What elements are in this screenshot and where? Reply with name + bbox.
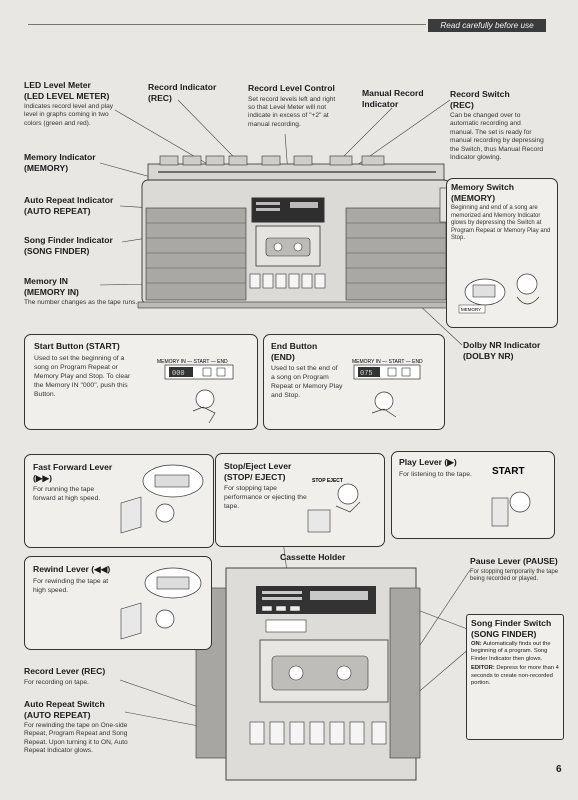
start-counter: 000 bbox=[172, 370, 185, 378]
play-lever-text: Play Lever (▶) For listening to the tape… bbox=[399, 457, 472, 478]
song-finder-indicator-label: Song Finder Indicator (SONG FINDER) bbox=[24, 235, 113, 256]
header-rule bbox=[28, 24, 426, 25]
stop-eject-text: Stop/Eject Lever (STOP/ EJECT) For stopp… bbox=[224, 461, 307, 510]
start-button-box: Start Button (START) Used to set the beg… bbox=[24, 334, 258, 430]
song-finder-on-row: ON: Automatically finds out the beginnin… bbox=[471, 641, 551, 662]
header-tag: Read carefully before use bbox=[428, 19, 546, 32]
auto-repeat-switch-label: Auto Repeat Switch (AUTO REPEAT) For rew… bbox=[24, 699, 128, 755]
song-finder-switch-box: Song Finder Switch (SONG FINDER) ON: Aut… bbox=[466, 614, 564, 740]
memory-caption: MEMORY bbox=[461, 307, 481, 312]
auto-repeat-indicator-label: Auto Repeat Indicator (AUTO REPEAT) bbox=[24, 195, 114, 216]
dolby-nr-label: Dolby NR Indicator (DOLBY NR) bbox=[463, 340, 541, 361]
end-button-art: MEMORY IN — START — END 075 bbox=[352, 359, 423, 418]
rewind-art bbox=[120, 567, 202, 640]
end-art-caption: MEMORY IN — START — END bbox=[352, 359, 423, 365]
record-lever-label: Record Lever (REC) For recording on tape… bbox=[24, 666, 106, 686]
record-indicator-label: Record Indicator (REC) bbox=[148, 82, 217, 103]
stop-eject-art: STOP EJECT bbox=[307, 478, 361, 533]
cassette-detail-view bbox=[195, 567, 421, 781]
start-button-text: Start Button (START) Used to set the beg… bbox=[34, 341, 131, 398]
fast-forward-text: Fast Forward Lever (▶▶) For running the … bbox=[33, 462, 113, 502]
end-button-box: End Button (END) Used to set the end of … bbox=[263, 334, 445, 430]
memory-in-label: Memory IN (MEMORY IN) The number changes… bbox=[24, 276, 138, 306]
page-number: 6 bbox=[556, 764, 562, 775]
memory-switch-cartoon: MEMORY bbox=[458, 273, 540, 314]
memory-indicator-label: Memory Indicator (MEMORY) bbox=[24, 152, 96, 173]
led-level-meter-label: LED Level Meter (LED LEVEL METER) Indica… bbox=[24, 80, 114, 127]
radio-front-view bbox=[137, 155, 455, 309]
start-art-caption: MEMORY IN — START — END bbox=[157, 359, 228, 365]
cassette-holder-label: Cassette Holder bbox=[280, 552, 346, 562]
rewind-text: Rewind Lever (◀◀) For rewinding the tape… bbox=[33, 564, 111, 594]
stop-art-text: STOP EJECT bbox=[312, 478, 343, 484]
play-art-text: START bbox=[492, 466, 525, 477]
stop-eject-box: Stop/Eject Lever (STOP/ EJECT) For stopp… bbox=[215, 453, 385, 547]
pause-lever-label: Pause Lever (PAUSE) For stopping tempora… bbox=[470, 556, 559, 583]
play-lever-art: START bbox=[491, 466, 531, 527]
record-switch-label: Record Switch (REC) Can be changed over … bbox=[450, 89, 544, 162]
song-finder-editor-row: EDITOR: Depress for more than 4 seconds … bbox=[471, 665, 559, 687]
end-button-text: End Button (END) Used to set the end of … bbox=[271, 341, 343, 399]
song-finder-switch-text: Song Finder Switch (SONG FINDER) ON: Aut… bbox=[471, 618, 561, 687]
fast-forward-art bbox=[120, 464, 204, 534]
fast-forward-box: Fast Forward Lever (▶▶) For running the … bbox=[24, 454, 214, 548]
rewind-box: Rewind Lever (◀◀) For rewinding the tape… bbox=[24, 556, 212, 650]
start-button-art: MEMORY IN — START — END 000 bbox=[157, 359, 234, 424]
record-level-control-label: Record Level Control Set record levels l… bbox=[248, 83, 336, 128]
end-counter: 075 bbox=[360, 370, 373, 378]
play-lever-box: Play Lever (▶) For listening to the tape… bbox=[391, 451, 555, 539]
manual-record-indicator-label: Manual Record Indicator bbox=[362, 88, 424, 109]
memory-switch-text: Memory Switch (MEMORY) Beginning and end… bbox=[451, 182, 551, 242]
memory-switch-box: Memory Switch (MEMORY) Beginning and end… bbox=[446, 178, 558, 328]
